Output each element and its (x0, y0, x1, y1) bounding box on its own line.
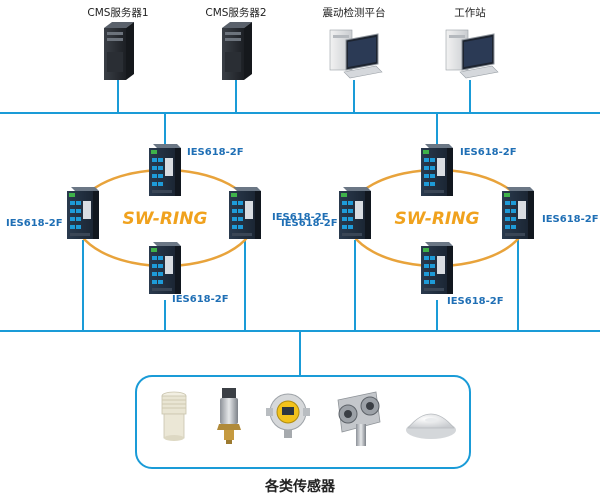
switch-label: IES618-2F (272, 212, 329, 223)
switch-ies618-icon (421, 242, 453, 294)
device-label-workstation: 工作站 (454, 6, 486, 19)
switch-ies618-icon (339, 187, 371, 239)
switch-label: IES618-2F (281, 218, 338, 229)
device-label-cms2: CMS服务器2 (205, 6, 266, 19)
switch-ies618-icon (67, 187, 99, 239)
switch-label: IES618-2F (460, 147, 517, 158)
dome-sensor-icon (406, 413, 456, 439)
cylinder-sensor-icon (161, 391, 187, 441)
ultrasonic-sensor-icon (337, 391, 381, 446)
ring-name-right: SW-RING (395, 209, 480, 229)
switch-ies618-icon (229, 187, 261, 239)
switch-ies618-icon (149, 144, 181, 196)
switch-label: IES618-2F (6, 218, 63, 229)
gas-detector-icon (266, 393, 310, 438)
device-label-vibration-platform: 震动检测平台 (323, 6, 386, 19)
pressure-transmitter-icon (217, 388, 241, 444)
switch-label: IES618-2F (172, 294, 229, 305)
connection-lines (0, 80, 600, 376)
workstation-pc-icon (445, 29, 499, 79)
switch-label: IES618-2F (187, 147, 244, 158)
switch-ies618-icon (149, 242, 181, 294)
server-tower-icon (104, 22, 134, 80)
sensor-group-title: 各类传感器 (264, 478, 336, 495)
switch-ies618-icon (421, 144, 453, 196)
ring-name-left: SW-RING (123, 209, 208, 229)
switch-label: IES618-2F (447, 296, 504, 307)
switch-label: IES618-2F (542, 214, 599, 225)
switch-group (67, 144, 534, 294)
device-label-cms1: CMS服务器1 (87, 6, 148, 19)
workstation-pc-icon (329, 29, 383, 79)
server-tower-icon (222, 22, 252, 80)
switch-ies618-icon (502, 187, 534, 239)
